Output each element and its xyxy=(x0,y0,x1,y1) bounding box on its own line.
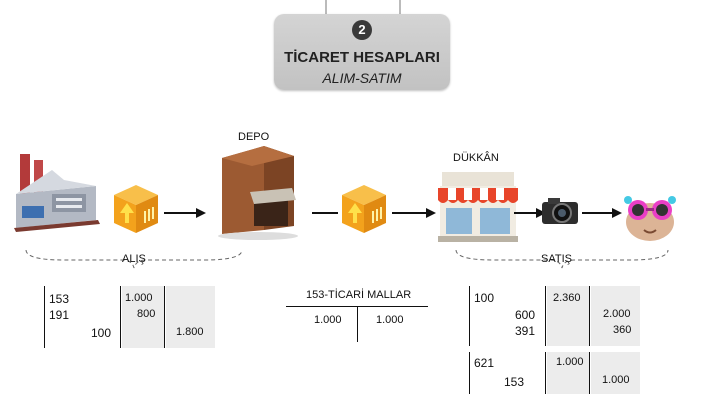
t-account-title: 153-TİCARİ MALLAR xyxy=(306,289,412,301)
satis-label: SATIŞ xyxy=(541,253,572,265)
step-number-badge: 2 xyxy=(352,20,372,40)
satis-account-153: 153 xyxy=(504,375,525,389)
flow-arrow-4 xyxy=(514,206,546,224)
alis-label: ALIŞ xyxy=(122,253,146,265)
alis-credit-1800: 1.800 xyxy=(176,326,204,338)
alis-debit-1000: 1.000 xyxy=(125,292,153,304)
box-arrow-icon-2 xyxy=(338,183,390,240)
warehouse-icon xyxy=(212,142,302,245)
satis-account-391: 391 xyxy=(515,324,536,338)
dukkan-label: DÜKKÂN xyxy=(453,152,499,164)
satis-credit-360: 360 xyxy=(613,324,632,336)
satis-account-600: 600 xyxy=(515,308,536,322)
title-sign: 2 TİCARET HESAPLARI ALIM-SATIM xyxy=(274,14,450,90)
satis-account-621: 621 xyxy=(474,356,495,370)
alis-account-153: 153 xyxy=(49,292,70,306)
page-subtitle: ALIM-SATIM xyxy=(322,70,402,86)
satis-debit-1000: 1.000 xyxy=(556,356,584,368)
satis-credit-1000: 1.000 xyxy=(602,374,630,386)
flow-arrow-3 xyxy=(392,206,436,224)
satis-brace xyxy=(454,248,670,275)
sign-string-right xyxy=(399,0,401,15)
flow-arrow-1 xyxy=(164,206,206,224)
camera-icon xyxy=(540,194,580,233)
sign-string-left xyxy=(325,0,327,15)
box-arrow-icon xyxy=(110,183,162,240)
t-account-credit: 1.000 xyxy=(376,314,404,326)
satis-debit-2360: 2.360 xyxy=(553,292,581,304)
alis-account-191: 191 xyxy=(49,308,70,322)
flow-arrow-5 xyxy=(582,206,622,224)
customer-icon xyxy=(618,186,682,247)
depo-label: DEPO xyxy=(238,131,270,143)
factory-icon xyxy=(12,150,100,237)
alis-account-100: 100 xyxy=(91,326,112,340)
alis-brace xyxy=(24,248,244,275)
satis-account-100: 100 xyxy=(474,291,495,305)
alis-debit-800: 800 xyxy=(137,308,156,320)
shop-icon xyxy=(436,168,520,249)
flow-arrow-2 xyxy=(312,206,338,224)
t-account-debit: 1.000 xyxy=(314,314,342,326)
page-title: TİCARET HESAPLARI xyxy=(284,49,440,66)
satis-credit-2000: 2.000 xyxy=(603,308,631,320)
